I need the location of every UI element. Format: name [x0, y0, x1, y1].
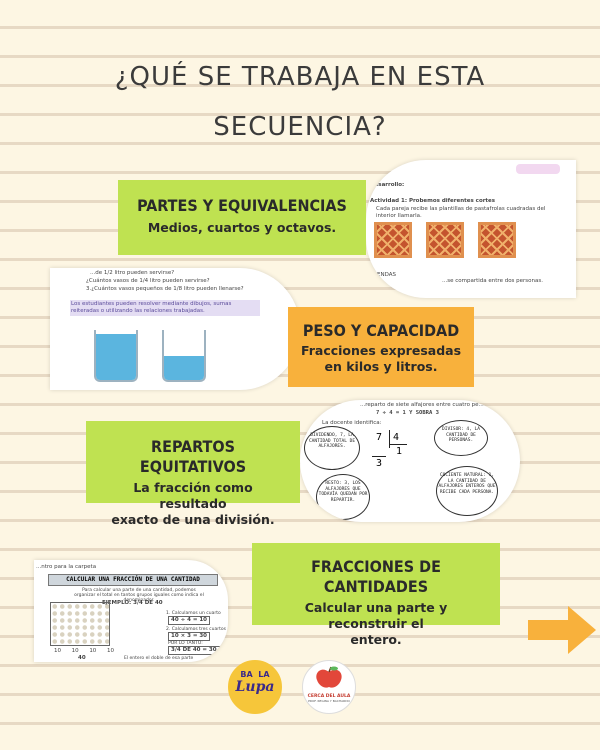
logo-lupa-word: Lupa — [235, 679, 275, 695]
question-2: ¿Cuántos vasos de 1/4 litro pueden servi… — [86, 278, 210, 284]
card-subtitle-line-1: La fracción como resultado — [133, 480, 253, 511]
measuring-jug-full — [94, 330, 138, 382]
logo-lupa-la: LA — [258, 670, 270, 679]
card-partes-equivalencias: PARTES Y EQUIVALENCIAS Medios, cuartos y… — [118, 180, 366, 255]
footer-right: ...se compartida entre dos personas. — [442, 278, 544, 284]
measuring-jug-half — [162, 330, 206, 382]
cerca-del-aula-logo: CERCA DEL AULA PROF. REGINA Y BACHARDO — [302, 660, 356, 714]
footer-left: TIENDAS — [372, 272, 396, 278]
division-bracket-horizontal — [389, 444, 407, 445]
card-heading: REPARTOS EQUITATIVOS — [139, 437, 247, 476]
actividad-label: Actividad 1: Probemos diferentes cortes — [370, 198, 496, 204]
pie-tile-1 — [374, 222, 412, 258]
card-subtitle-line-2: exacto de una división. — [111, 512, 275, 527]
repartos-screenshot: ...reparto de siete alfajores entre cuat… — [300, 400, 520, 522]
question-3: 3.¿Cuántos vasos pequeños de 1/8 litro p… — [86, 286, 244, 292]
worksheet-top: ...ntro para la carpeta — [36, 564, 97, 570]
alfajor-grid — [50, 602, 110, 646]
bubble-cociente: COCIENTE NATURAL: 1, LA CANTIDAD DE ALFA… — [436, 466, 498, 516]
title-line-1: ¿QUÉ SE TRABAJA EN ESTA — [114, 62, 486, 92]
docente-label: La docente identifica: — [322, 420, 382, 426]
step-1: 1. Calculamos un cuarto — [166, 611, 221, 616]
pie-tile-2 — [426, 222, 464, 258]
card-subtitle-line-1: Calcular una parte y reconstruir el — [304, 600, 448, 631]
peso-screenshot: ...de 1/2 litro pueden servirse? ¿Cuánto… — [50, 268, 300, 390]
logo-lupa-ba: BA — [240, 670, 253, 679]
card-peso-capacidad: PESO Y CAPACIDAD Fracciones expresadas e… — [288, 307, 474, 387]
partes-screenshot: Desarrollo: Actividad 1: Probemos difere… — [366, 160, 576, 298]
card-subtitle-line-2: entero. — [350, 632, 402, 647]
reparto-top-line: ...reparto de siete alfajores entre cuat… — [360, 402, 484, 408]
card-repartos-equitativos: REPARTOS EQUITATIVOS La fracción como re… — [86, 421, 300, 527]
division-dividend: 7 — [376, 432, 383, 443]
calc-3: 3/4 DE 40 = 30 — [168, 646, 220, 655]
por-lo-tanto: POR LO TANTO: — [168, 641, 203, 646]
ba-la-lupa-logo: BA LA Lupa — [228, 660, 282, 714]
sticker-decoration — [516, 164, 560, 174]
question-1: ...de 1/2 litro pueden servirse? — [90, 270, 175, 276]
worksheet-banner: CALCULAR UNA FRACCIÓN DE UNA CANTIDAD — [48, 574, 218, 586]
logo-cerca-subtext: PROF. REGINA Y BACHARDO — [308, 699, 350, 703]
calc-2: 10 × 3 = 30 — [168, 632, 211, 641]
worksheet-description: Para calcular una parte de una cantidad,… — [74, 588, 204, 603]
logo-lupa-line: BA LA — [229, 670, 281, 679]
total-label: 40 — [78, 655, 86, 661]
card-subtitle-line-2: en kilos y litros. — [324, 359, 438, 374]
tens-row: 10 10 10 10 — [54, 648, 114, 655]
card-heading: FRACCIONES DE CANTIDADES — [311, 557, 441, 596]
fracciones-screenshot: ...ntro para la carpeta CALCULAR UNA FRA… — [34, 560, 228, 662]
division-bracket-vertical — [389, 430, 390, 448]
title-line-2: SECUENCIA? — [213, 112, 387, 142]
card-heading: PESO Y CAPACIDAD — [302, 321, 460, 340]
card-fracciones-cantidades: FRACCIONES DE CANTIDADES Calcular una pa… — [252, 543, 500, 647]
ten-label: 10 — [54, 648, 61, 654]
division-subtraction-line — [372, 456, 386, 457]
arrow-right-icon — [528, 606, 596, 654]
ten-label: 10 — [71, 648, 79, 654]
desarrollo-label: Desarrollo: — [370, 182, 405, 188]
ten-label: 10 — [89, 648, 97, 654]
division-divisor: 4 — [393, 432, 400, 443]
calc-1: 40 ÷ 4 = 10 — [168, 616, 211, 625]
reparto-equation: 7 ÷ 4 = 1 Y SOBRA 3 — [376, 410, 439, 416]
division-remainder: 3 — [376, 458, 383, 469]
worksheet-bottom: El entero el doble de esa parte — [124, 656, 194, 661]
bubble-dividendo: DIVIDENDO, 7, LA CANTIDAD TOTAL DE ALFAJ… — [304, 426, 360, 470]
logo-cerca-text: CERCA DEL AULA — [307, 694, 351, 699]
pie-tile-3 — [478, 222, 516, 258]
worksheet-example: EJEMPLO: 3/4 DE 40 — [102, 600, 163, 606]
card-subtitle: Medios, cuartos y octavos. — [147, 220, 337, 235]
step-2: 2. Calculamos tres cuartos — [166, 627, 226, 632]
actividad-bullet: Cada pareja recibe las plantillas de pas… — [376, 206, 546, 219]
bubble-resto: RESTO: 3, LOS ALFAJORES QUE TODAVÍA QUED… — [316, 474, 370, 520]
card-subtitle-line-1: Fracciones expresadas — [300, 343, 462, 358]
teacher-note: Los estudiantes pueden resolver mediante… — [70, 300, 260, 316]
apple-icon — [316, 666, 342, 688]
division-quotient: 1 — [396, 446, 403, 457]
bubble-divisor: DIVISOR: 4, LA CANTIDAD DE PERSONAS. — [434, 420, 488, 456]
ten-label: 10 — [106, 648, 114, 654]
page-title: ¿QUÉ SE TRABAJA EN ESTA SECUENCIA? — [40, 52, 560, 152]
card-heading: PARTES Y EQUIVALENCIAS — [137, 196, 347, 215]
